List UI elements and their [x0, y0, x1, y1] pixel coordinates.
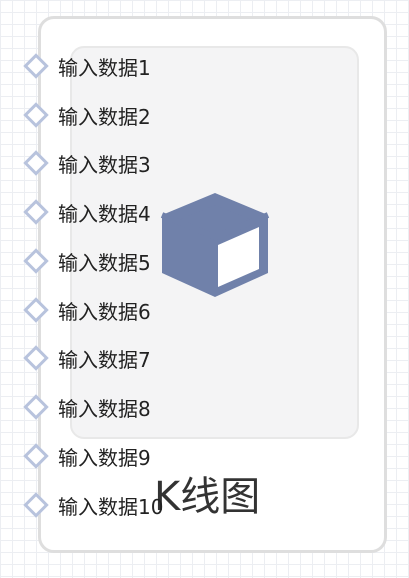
port-diamond-icon[interactable] [23, 394, 49, 420]
port-diamond-icon[interactable] [23, 53, 49, 79]
input-port-2[interactable]: 输入数据2 [22, 101, 222, 133]
input-port-8[interactable]: 输入数据8 [22, 393, 222, 425]
input-port-10[interactable]: 输入数据10 [22, 491, 222, 523]
input-port-6[interactable]: 输入数据6 [22, 296, 222, 328]
port-diamond-icon[interactable] [23, 443, 49, 469]
port-diamond-icon[interactable] [23, 199, 49, 225]
input-port-label: 输入数据5 [58, 251, 151, 275]
input-port-label: 输入数据8 [58, 397, 151, 421]
node-title: K线图 [154, 474, 261, 520]
input-port-label: 输入数据3 [58, 153, 151, 177]
port-diamond-icon[interactable] [23, 102, 49, 128]
cube-icon [160, 193, 270, 297]
input-port-label: 输入数据2 [58, 105, 151, 129]
input-port-label: 输入数据10 [58, 495, 164, 519]
input-port-label: 输入数据1 [58, 56, 151, 80]
port-diamond-icon[interactable] [23, 492, 49, 518]
port-diamond-icon[interactable] [23, 150, 49, 176]
input-port-label: 输入数据7 [58, 348, 151, 372]
input-port-7[interactable]: 输入数据7 [22, 344, 222, 376]
input-port-label: 输入数据6 [58, 300, 151, 324]
port-diamond-icon[interactable] [23, 297, 49, 323]
input-port-4[interactable]: 输入数据4 [22, 198, 222, 230]
input-port-5[interactable]: 输入数据5 [22, 247, 222, 279]
input-port-9[interactable]: 输入数据9 [22, 442, 222, 474]
input-port-1[interactable]: 输入数据1 [22, 52, 222, 84]
port-diamond-icon[interactable] [23, 345, 49, 371]
input-port-3[interactable]: 输入数据3 [22, 149, 222, 181]
port-diamond-icon[interactable] [23, 248, 49, 274]
input-port-label: 输入数据4 [58, 202, 151, 226]
input-port-label: 输入数据9 [58, 446, 151, 470]
